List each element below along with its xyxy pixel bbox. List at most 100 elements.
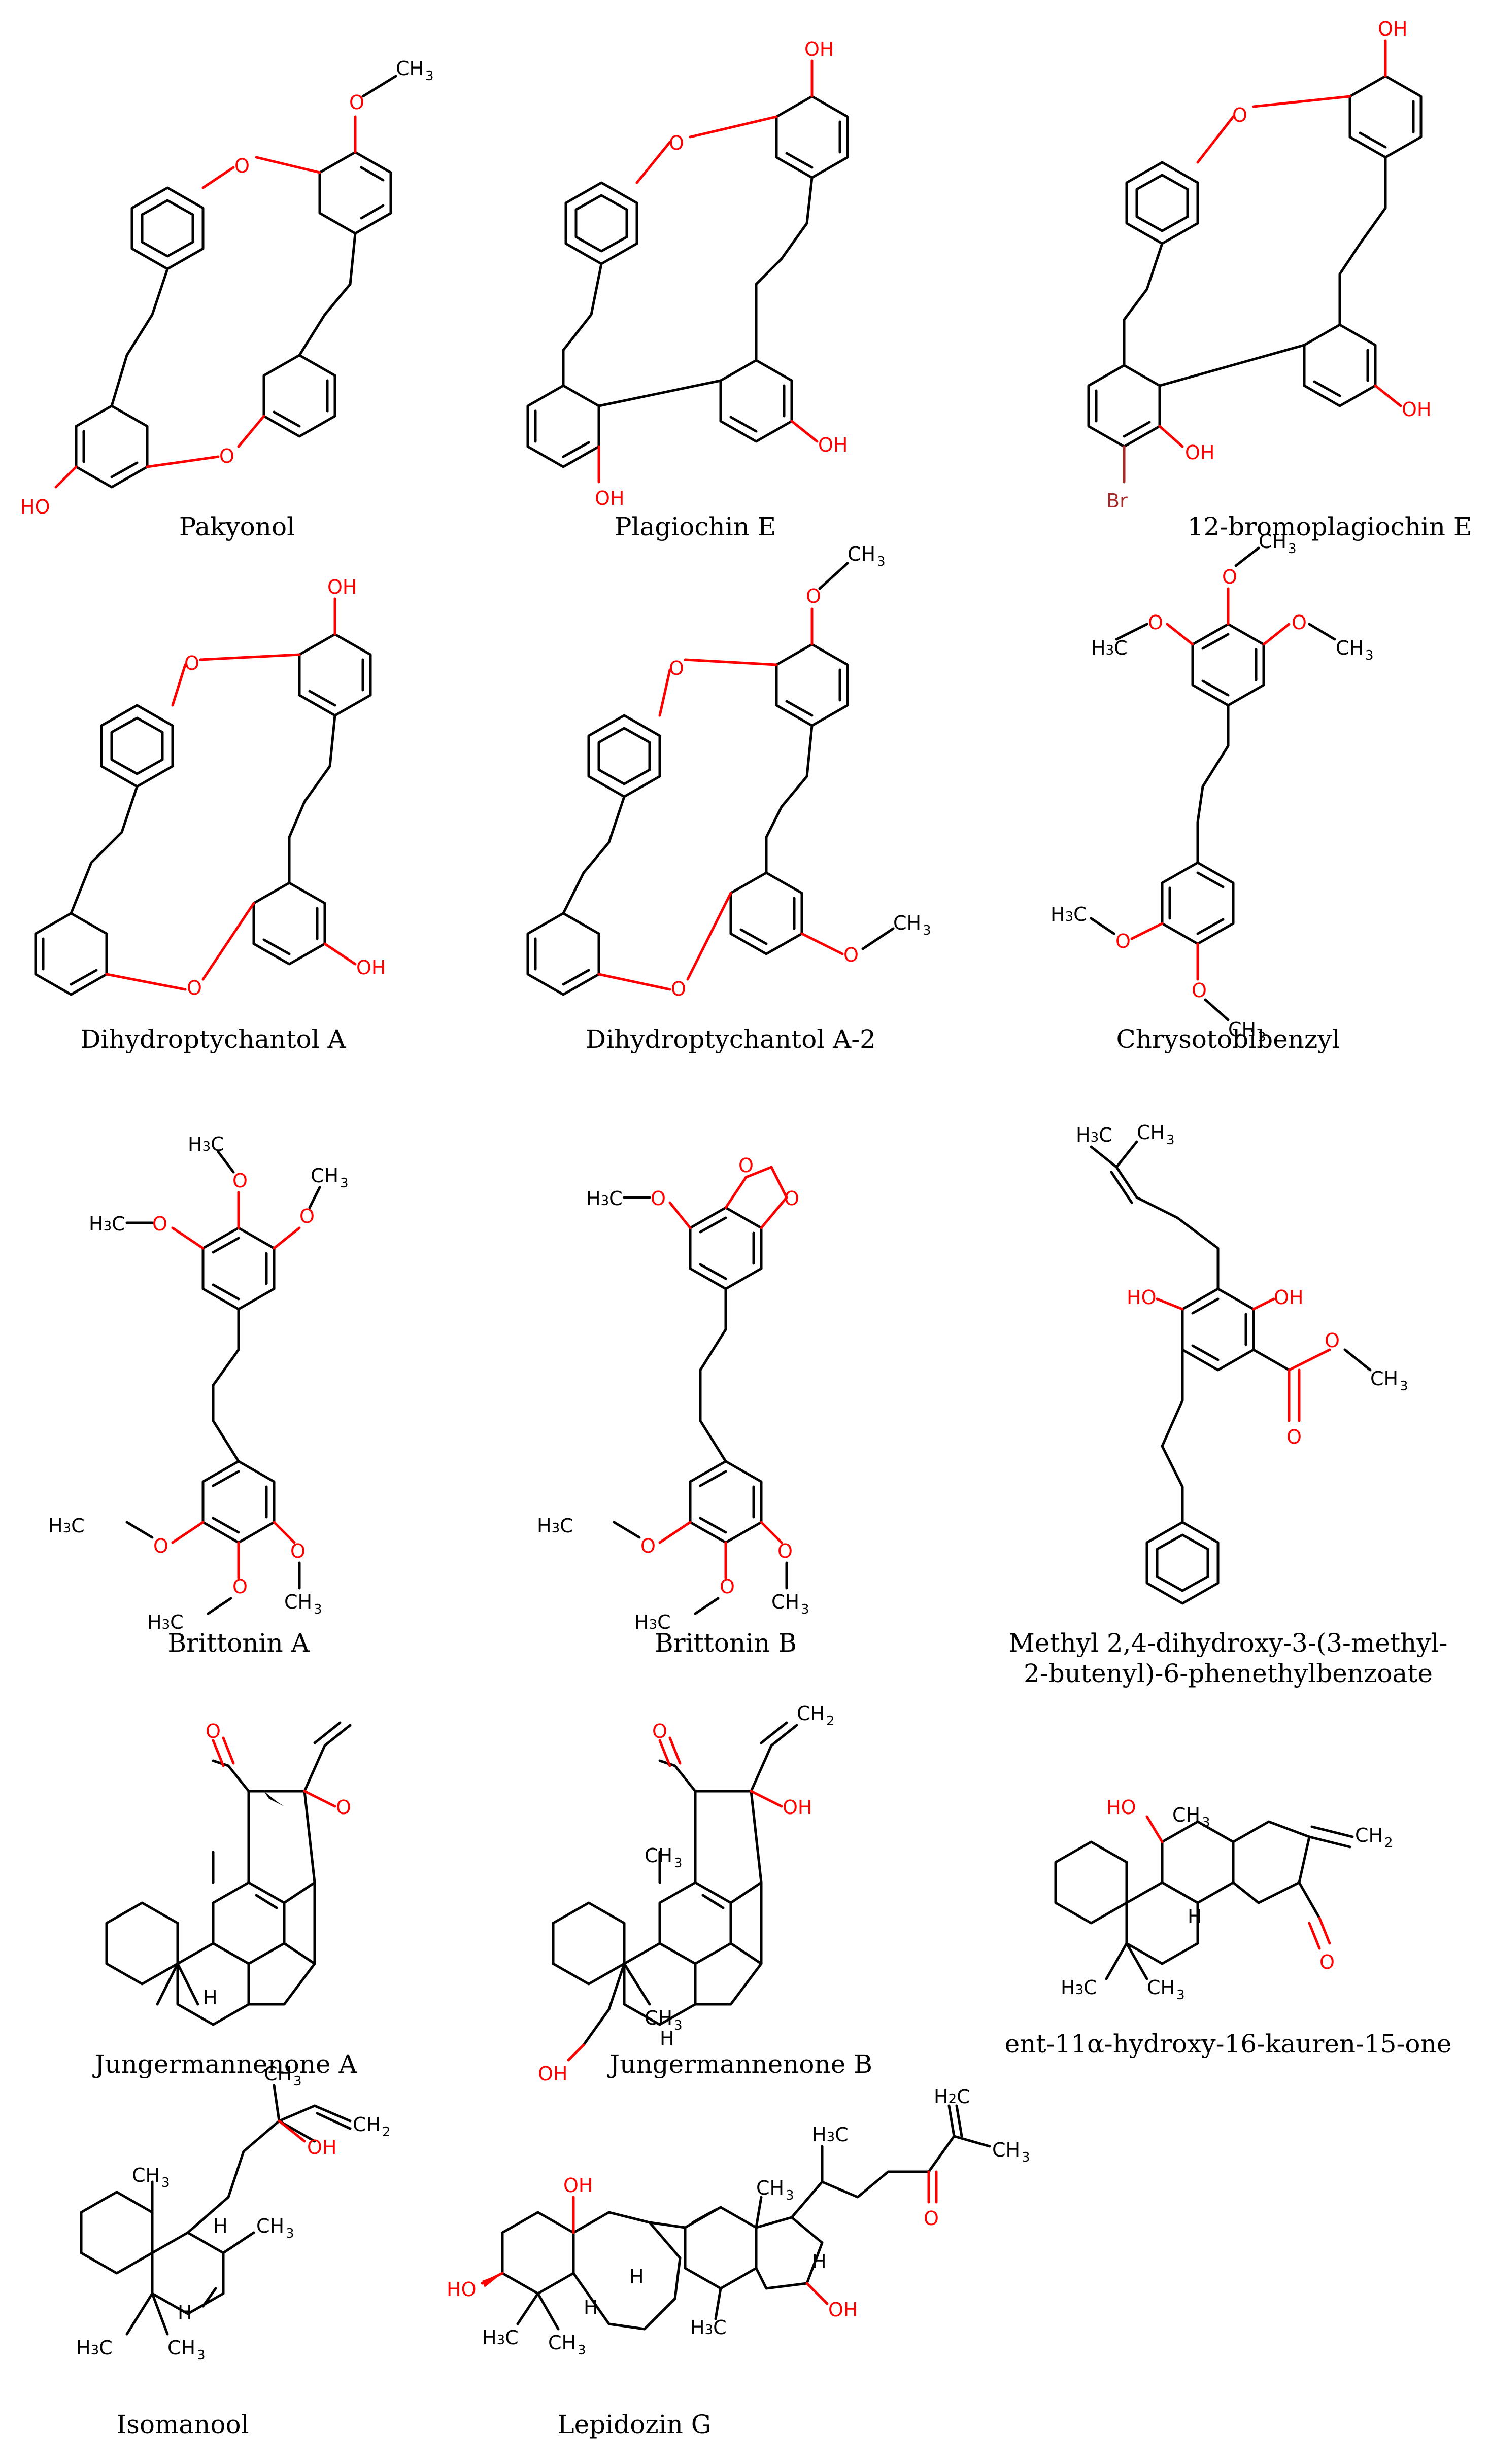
atom-label-oh: OH [818,434,848,456]
compound-name-methyl-benzoate-line2: 2-butenyl)-6-phenethylbenzoate [1024,1659,1433,1688]
atom-label-oh: OH [1402,398,1431,421]
structure-jungermannenone-a: O O H Jungermannenone A [92,1720,357,2079]
atom-label-h3c: H3C [89,1213,125,1235]
atom-label-o: O [290,1540,306,1562]
structure-12-bromoplagiochin-e: O OH OH OH Br 12-bromoplagiochin E [1087,18,1472,541]
atom-label-h3c: H3C [188,1133,224,1155]
atom-label-sub3: 3 [578,2343,586,2358]
atom-label-sub3: 3 [314,1602,322,1617]
atom-label-h: H [1188,1905,1202,1928]
atom-label-o: O [806,585,821,607]
atom-label-h: H [629,2266,644,2288]
structure-lepidozin-g: OH HO CH 3 H3C H2C CH 3 O OH H H H H3C H… [447,2085,1030,2439]
atom-label-ch: CH [284,1591,312,1613]
atom-label-oh: OH [538,2063,567,2085]
atom-label-ho: HO [1106,1796,1136,1819]
atom-label-sub3: 3 [340,1176,349,1191]
atom-label-ch: CH [1137,1121,1165,1144]
structure-jungermannenone-b: O CH 2 OH CH 3 CH 3 H OH Jungermannenone… [538,1702,872,2085]
atom-label-o: O [669,657,684,679]
atom-label-ch: CH [797,1702,825,1725]
atom-label-ch: CH [1147,1976,1175,1999]
atom-label-sub3: 3 [786,2188,794,2203]
atom-label-o: O [652,1720,667,1742]
atom-label-h3c: H3C [812,2124,849,2146]
atom-label-sub3: 3 [197,2348,206,2363]
atom-label-ch: CH [645,1844,672,1867]
atom-label-ch: CH [848,543,875,565]
atom-label-o: O [738,1154,754,1177]
compound-name-chrysotobibenzyl: Chrysotobibenzyl [1116,1024,1340,1054]
structure-brittonin-a: H3C O H3C O O CH 3 H3C O O CH 3 O H3C Br… [48,1133,349,1658]
atom-label-ch: CH [1370,1367,1398,1390]
compound-name-ent-kaurenone: ent-11α-hydroxy-16-kauren-15-one [1005,2029,1452,2059]
atom-label-h3c: H3C [1051,903,1087,926]
atom-label-o: O [336,1796,351,1819]
compound-name-lepidozin-g: Lepidozin G [557,2410,711,2439]
atom-label-oh: OH [595,487,624,509]
structure-dihydroptychantol-a-2: O O O CH 3 O CH 3 Dihydroptychantol A-2 [526,543,931,1054]
atom-label-sub3: 3 [293,2074,302,2089]
atom-label-h3c: H3C [1061,1976,1097,1999]
atom-label-ch: CH [1228,1018,1256,1041]
atom-label-h3c: H3C [537,1515,573,1537]
atom-label-oh: OH [1185,441,1214,464]
atom-label-h3c: H3C [482,2326,519,2349]
structure-methyl-benzoate: H3C CH 3 HO OH O O CH 3 Methyl 2,4-dihyd… [1009,1121,1448,1688]
atom-label-oh: OH [828,2299,858,2321]
atom-label-sub3: 3 [801,1602,809,1617]
atom-label-o: O [1286,1426,1302,1448]
atom-label-oh: OH [804,38,834,60]
atom-label-oh: OH [783,1796,812,1819]
atom-label-sub3: 3 [877,554,886,569]
atom-label-o: O [671,978,686,1000]
atom-label-sub3: 3 [674,2018,683,2033]
atom-label-h3c: H3C [586,1187,623,1210]
atom-label-o: O [640,1535,656,1557]
atom-label-ch: CH [1355,1824,1383,1846]
atom-label-h: H [203,1987,218,2009]
atom-label-o: O [206,1720,221,1742]
atom-label-o: O [219,445,234,467]
atom-label-o: O [924,2207,939,2230]
structure-brittonin-b: O O H3C O H3C O O CH 3 O H3C Brittonin B [537,1154,809,1658]
atom-label-o: O [1192,979,1207,1002]
structure-dihydroptychantol-a: O O OH OH Dihydroptychantol A [34,576,386,1054]
atom-label-o: O [1319,1951,1335,1973]
atom-label-oh: OH [1378,18,1407,40]
atom-label-sub2: 2 [382,2125,391,2140]
atom-label-sub3: 3 [1202,1815,1210,1830]
atom-label-ch: CH [396,57,424,80]
structure-ent-kaurenone: HO CH 3 CH 2 H O H3C CH 3 ent-11α-hydrox… [1005,1796,1452,2059]
compound-name-isomanool: Isomanool [116,2410,249,2439]
compound-name-jungermannenone-b: Jungermannenone B [607,2049,872,2079]
atom-label-br: Br [1106,490,1128,512]
compound-name-brittonin-a: Brittonin A [167,1628,310,1658]
atom-label-oh: OH [563,2174,593,2197]
structure-isomanool: CH 3 CH 3 CH 2 OH CH 3 H H H3C CH 3 Isom… [76,2063,391,2439]
atom-label-o: O [232,1576,248,1598]
atom-label-o: O [232,1170,248,1192]
atom-label-o: O [184,652,199,674]
atom-label-o: O [153,1535,168,1557]
atom-label-h: H [178,2301,192,2323]
compound-name-jungermannenone-a: Jungermannenone A [92,2049,357,2079]
atom-label-h3c: H3C [690,2316,727,2339]
atom-label-o: O [187,977,202,999]
compound-name-brittonin-b: Brittonin B [655,1628,797,1658]
atom-label-ch: CH [756,2177,784,2199]
atom-label-sub3: 3 [1288,541,1297,557]
atom-label-h3c: H3C [48,1515,85,1537]
atom-label-sub3: 3 [674,1856,683,1871]
structure-pakyonol: O O O CH 3 HO Pakyonol [20,57,434,541]
atom-label-o: O [784,1187,799,1210]
atom-label-sub3: 3 [1022,2150,1030,2165]
atom-label-o: O [1232,104,1247,126]
atom-label-sub3: 3 [286,2226,294,2241]
atom-label-ch: CH [1259,530,1286,553]
atom-label-ch: CH [311,1165,338,1187]
atom-label-sub3: 3 [161,2175,170,2191]
atom-label-h3c: H3C [76,2337,113,2359]
atom-label-o: O [1325,1329,1340,1352]
atom-label-ho: HO [447,2278,476,2301]
